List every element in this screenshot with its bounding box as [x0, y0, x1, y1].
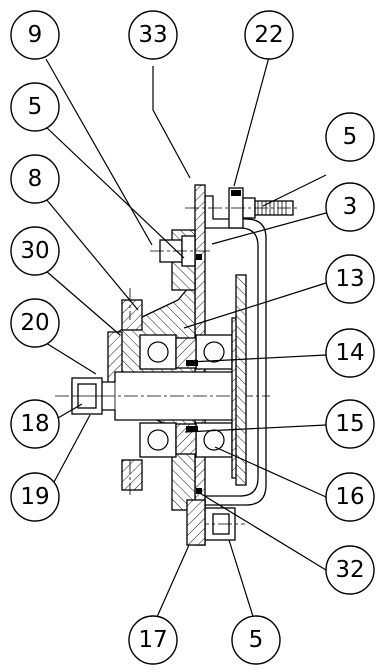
balloon-22: 22 — [244, 10, 294, 60]
balloon-5-left: 5 — [10, 82, 60, 132]
rotor-face — [235, 274, 247, 486]
shaft-end-nut — [71, 377, 103, 415]
svg-text:9: 9 — [28, 22, 43, 48]
assembly-section — [55, 184, 300, 546]
svg-text:16: 16 — [335, 484, 364, 510]
balloon-19: 19 — [10, 472, 60, 522]
balloon-13: 13 — [325, 254, 375, 304]
svg-text:5: 5 — [28, 94, 43, 120]
balloon-30: 30 — [10, 226, 60, 276]
svg-text:5: 5 — [249, 627, 264, 653]
svg-text:3: 3 — [343, 194, 358, 220]
svg-text:32: 32 — [335, 557, 364, 583]
svg-text:30: 30 — [20, 238, 49, 264]
svg-text:14: 14 — [335, 340, 364, 366]
svg-text:22: 22 — [254, 22, 283, 48]
housing-bolt-lower — [195, 507, 245, 541]
balloon-9: 9 — [10, 10, 60, 60]
svg-text:19: 19 — [20, 484, 49, 510]
housing-bolt-upper — [150, 235, 210, 267]
balloon-3: 3 — [325, 182, 375, 232]
balloon-20: 20 — [10, 298, 60, 348]
svg-text:33: 33 — [138, 22, 167, 48]
balloon-33: 33 — [128, 10, 178, 60]
svg-text:5: 5 — [343, 124, 358, 150]
top-bolt — [185, 187, 300, 229]
balloon-17: 17 — [128, 615, 178, 665]
svg-text:15: 15 — [335, 411, 364, 437]
bearing-left — [139, 334, 177, 458]
balloon-5-bottom: 5 — [231, 615, 281, 665]
balloon-8: 8 — [10, 154, 60, 204]
balloon-32: 32 — [325, 545, 375, 595]
svg-text:17: 17 — [138, 627, 167, 653]
svg-text:8: 8 — [28, 166, 43, 192]
balloons: 9 33 22 5 5 8 3 30 — [10, 10, 375, 665]
balloon-15: 15 — [325, 399, 375, 449]
balloon-18: 18 — [10, 399, 60, 449]
left-flange-top — [121, 299, 143, 331]
leader-lines — [45, 56, 327, 627]
balloon-5-right-top: 5 — [325, 112, 375, 162]
svg-text:20: 20 — [20, 310, 49, 336]
svg-text:13: 13 — [335, 266, 364, 292]
svg-text:18: 18 — [20, 411, 49, 437]
left-flange-bottom — [121, 459, 143, 491]
balloon-14: 14 — [325, 328, 375, 378]
balloon-16: 16 — [325, 472, 375, 522]
